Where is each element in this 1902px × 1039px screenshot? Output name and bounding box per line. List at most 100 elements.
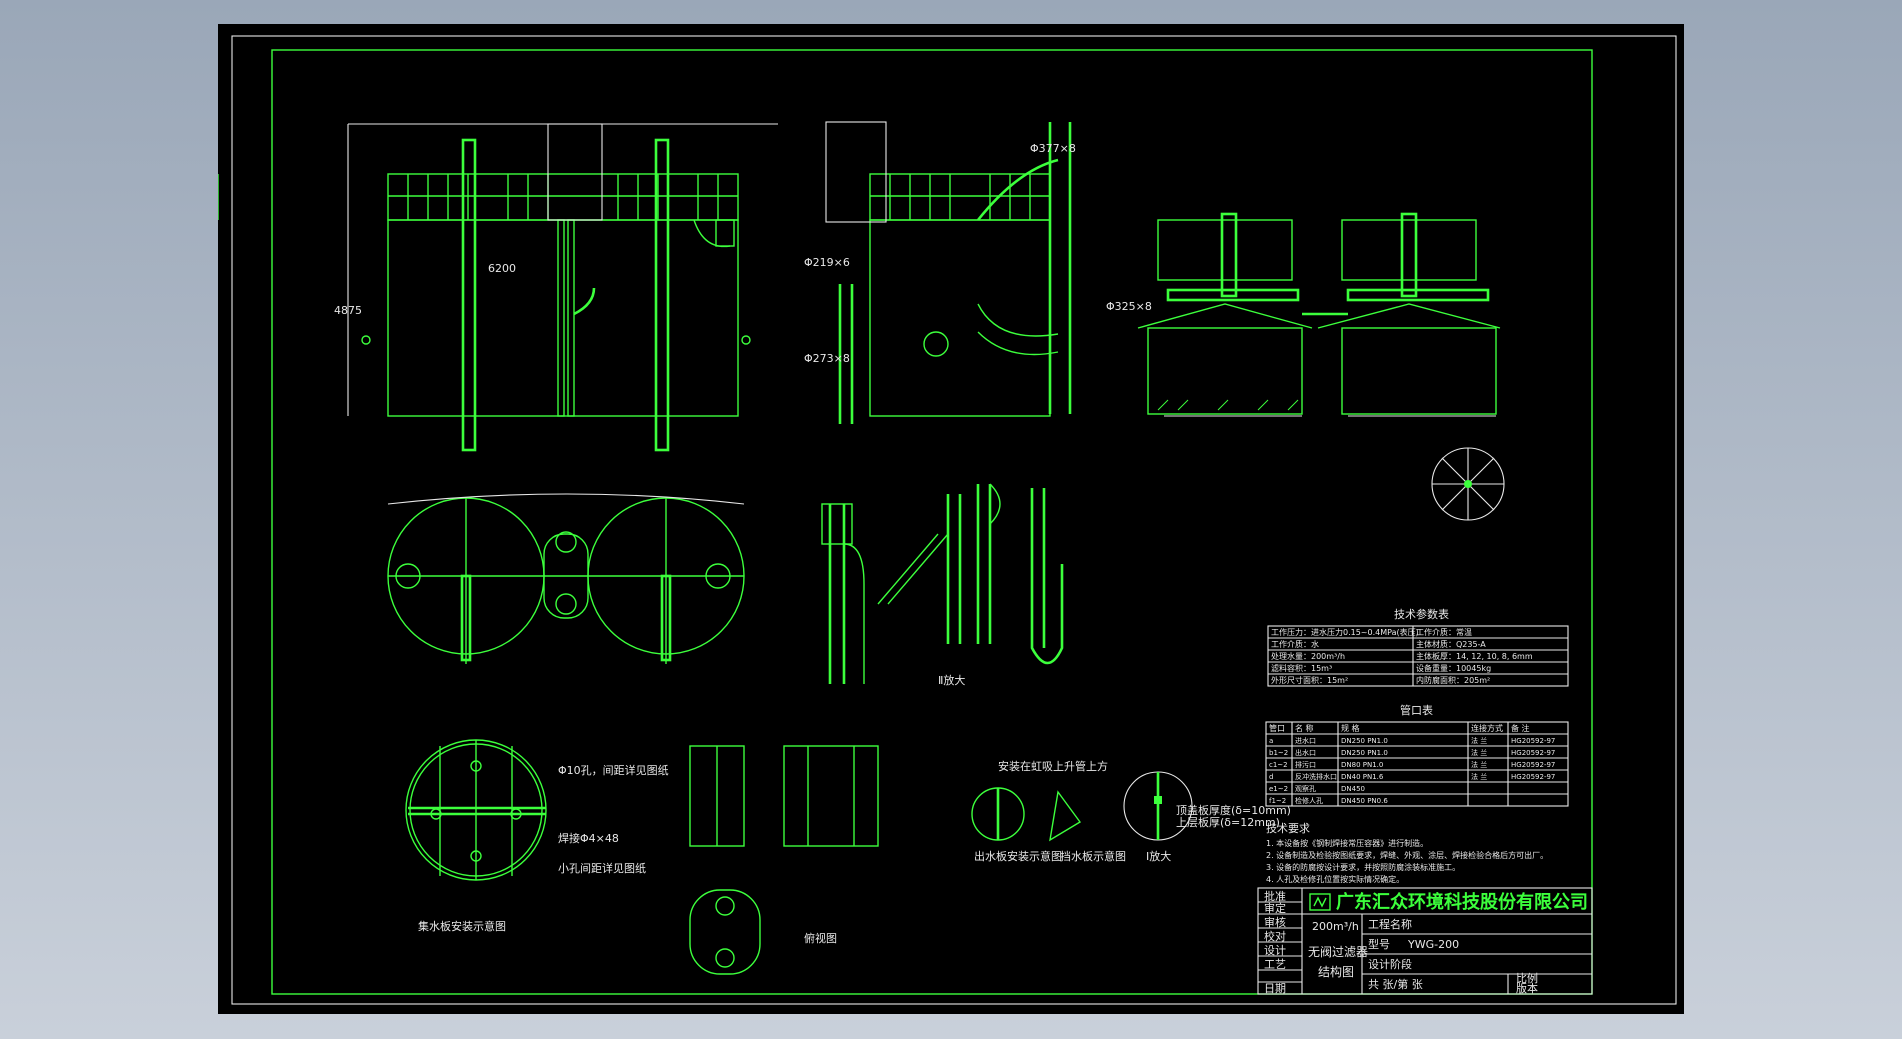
- nozzle-header-cell: 名 称: [1295, 723, 1314, 733]
- drawing-sheet: 6200 Φ377×8 Φ219×6 Φ273×8: [218, 24, 1684, 1014]
- tech-params-cell: 主体板厚：14, 12, 10, 8, 6mm: [1416, 651, 1533, 661]
- plan-view: [387, 493, 745, 664]
- weir-detail-label: 挡水板示意图: [1060, 849, 1126, 863]
- tech-params-cell: 主体材质：Q235-A: [1416, 639, 1486, 649]
- nozzle-cell: 法 兰: [1471, 748, 1487, 757]
- pipe-details: [821, 483, 1064, 684]
- nozzle-cell: e1~2: [1269, 785, 1288, 793]
- nozzle-cell: HG20592-97: [1511, 737, 1555, 745]
- nozzle-cell: 法 兰: [1471, 736, 1487, 745]
- dim-pipe-4: Φ219×6: [804, 256, 850, 269]
- tech-params-cell: 工作介质：水: [1271, 639, 1319, 649]
- nozzle-cell: HG20592-97: [1511, 749, 1555, 757]
- inner-frame: [271, 49, 1593, 995]
- nozzle-cell: 法 兰: [1471, 772, 1487, 781]
- dist-plate-label: 集水板安装示意图: [418, 919, 506, 933]
- nozzle-cell: DN80 PN1.0: [1341, 761, 1383, 769]
- nozzle-cell: 观察孔: [1295, 784, 1316, 793]
- outlet-detail-label: 出水板安装示意图: [974, 849, 1062, 863]
- front-elevation: 6200: [218, 123, 778, 452]
- nozzle-cell: 法 兰: [1471, 760, 1487, 769]
- role-approve: 批准: [1264, 889, 1286, 903]
- view-b-label: Ⅱ放大: [938, 673, 965, 687]
- plate-note-3: 小孔间距详见图纸: [558, 861, 646, 875]
- left-tank-section: [1137, 212, 1313, 417]
- nozzle-header-cell: 规 格: [1341, 723, 1360, 733]
- version-label: 版本: [1516, 981, 1538, 995]
- nozzle-header-cell: 备 注: [1511, 723, 1530, 733]
- nozzle-table-title: 管口表: [1400, 703, 1433, 717]
- scale-label: 比例: [1516, 971, 1538, 985]
- siphon-note: 安装在虹吸上升管上方: [998, 759, 1108, 773]
- design-stage: 设计阶段: [1368, 957, 1412, 971]
- capacity: 200m³/h: [1312, 920, 1359, 933]
- model-value: YWG-200: [1407, 938, 1459, 951]
- company-logo: [1309, 893, 1331, 911]
- project-name-label: 工程名称: [1368, 917, 1412, 931]
- dim-pipe-3: Φ325×8: [1106, 300, 1152, 313]
- drawing-title: 结构图: [1318, 964, 1354, 979]
- tech-params-cell: 内防腐面积：205m²: [1416, 675, 1490, 685]
- cap-note-2: 上层板厚(δ=12mm): [1176, 815, 1280, 829]
- nozzle-cell: d: [1269, 773, 1273, 781]
- tech-params-cell: 滤料容积：15m³: [1271, 663, 1332, 673]
- tech-params-cell: 工作介质：常温: [1416, 627, 1472, 637]
- tech-note-3: 3. 设备的防腐按设计要求，并按照防腐涂装标准施工。: [1266, 862, 1460, 872]
- nozzle-cell: f1~2: [1269, 797, 1286, 805]
- nozzle-table-text: 管口名 称 规 格 连接方式备 注 a 进水口 DN250 PN1.0 法 兰 HG20592…: [1269, 723, 1555, 805]
- technical-notes: 技术要求 1. 本设备按《钢制焊接常压容器》进行制造。 2. 设备制造及检验按图…: [1266, 822, 1548, 884]
- nozzle-cell: c1~2: [1269, 761, 1288, 769]
- weir-details: 出水板安装示意图 挡水板示意图 Ⅰ放大 安装在虹吸上升管上方 顶盖板厚度(δ=1…: [971, 759, 1291, 863]
- plate-note-2: 焊接Φ4×48: [558, 831, 619, 845]
- nozzle-table: 管口表: [1265, 703, 1569, 807]
- nozzle-cell: DN250 PN1.0: [1341, 749, 1388, 757]
- tech-notes-title: 技术要求: [1266, 822, 1310, 835]
- detail-c-label: 俯视图: [804, 931, 837, 945]
- role-check: 校对: [1264, 929, 1286, 943]
- sheet-label: 共 张/第 张: [1368, 977, 1423, 991]
- nozzle-cell: DN40 PN1.6: [1341, 773, 1384, 781]
- model-label: 型号: [1368, 937, 1390, 951]
- tech-params-title: 技术参数表: [1394, 607, 1449, 621]
- role-finalize: 审定: [1264, 901, 1286, 915]
- nozzle-header-cell: 管口: [1269, 723, 1285, 733]
- role-design: 设计: [1264, 944, 1286, 957]
- nozzle-cell: DN250 PN1.0: [1341, 737, 1388, 745]
- tech-note-1: 1. 本设备按《钢制焊接常压容器》进行制造。: [1266, 838, 1428, 848]
- outlet-box-detail: 俯视图: [689, 745, 879, 975]
- company-name: 广东汇众环境科技股份有限公司: [1336, 891, 1588, 913]
- nozzle-header-cell: 连接方式: [1471, 723, 1503, 733]
- role-process: 工艺: [1264, 958, 1286, 971]
- dim-height: 4875: [334, 304, 362, 317]
- nozzle-cell: DN450 PN0.6: [1341, 797, 1388, 805]
- tech-params-cell: 工作压力：进水压力0.15~0.4MPa(表压): [1271, 627, 1419, 637]
- nozzle-cell: 出水口: [1295, 748, 1316, 757]
- title-block: 广东汇众环境科技股份有限公司 批准 审定 审核 校对 设计 工艺 日期 200m…: [1257, 887, 1593, 995]
- plate-note-1: Φ10孔，间距详见图纸: [558, 763, 669, 777]
- side-elevation: Φ377×8 Φ219×6 Φ273×8: [804, 121, 1076, 424]
- nozzle-cell: 排污口: [1295, 760, 1316, 769]
- nozzle-cell: a: [1269, 737, 1273, 745]
- tech-params-cell: 设备重量：10045kg: [1416, 663, 1491, 673]
- nozzle-cell: 进水口: [1295, 736, 1316, 745]
- nozzle-cell: HG20592-97: [1511, 761, 1555, 769]
- tech-params-cell: 处理水量：200m³/h: [1271, 651, 1345, 661]
- dim-total-width: 6200: [488, 262, 516, 275]
- role-review: 审核: [1264, 915, 1286, 929]
- cad-drawing: 6200 Φ377×8 Φ219×6 Φ273×8: [218, 35, 1677, 1005]
- tech-params-cell: 外形尺寸面积：15m²: [1271, 675, 1348, 685]
- outer-frame: [231, 35, 1677, 1005]
- nozzle-cell: DN450: [1341, 785, 1365, 793]
- nozzle-cell: 反冲洗排水口: [1295, 772, 1337, 781]
- tech-note-2: 2. 设备制造及检验按图纸要求，焊缝、外观、涂层、焊接检验合格后方可出厂。: [1266, 850, 1548, 860]
- nozzle-cell: 检修人孔: [1295, 796, 1323, 805]
- equipment-name: 无阀过滤器: [1308, 945, 1368, 959]
- tech-note-4: 4. 人孔及检修孔位置按实际情况确定。: [1266, 874, 1404, 884]
- tech-params-table: 技术参数表: [1267, 607, 1569, 687]
- dim-pipe-2: Φ273×8: [804, 352, 850, 365]
- cap-note-1: 顶盖板厚度(δ=10mm): [1176, 803, 1291, 817]
- nozzle-cell: b1~2: [1269, 749, 1288, 757]
- right-tank-section: [1302, 212, 1501, 417]
- dim-pipe-1: Φ377×8: [1030, 142, 1076, 155]
